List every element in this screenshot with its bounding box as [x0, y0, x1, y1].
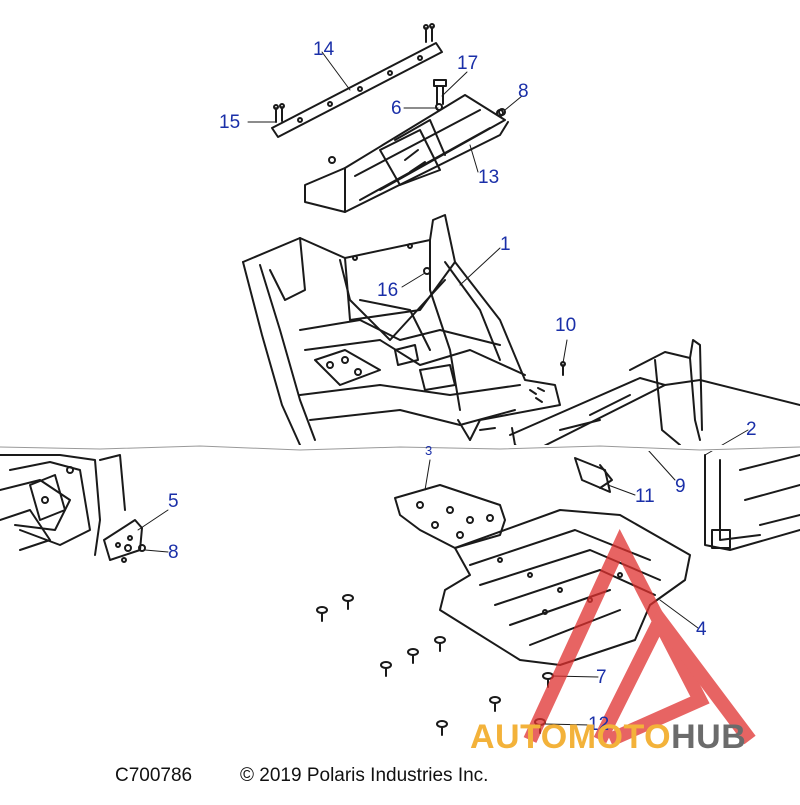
callout-12: 12	[588, 714, 610, 735]
callout-2: 2	[746, 419, 757, 440]
callout-9: 9	[675, 476, 686, 497]
diagram-code: C700786	[115, 765, 193, 786]
callout-14: 14	[313, 39, 335, 60]
callout-4: 4	[696, 619, 707, 640]
callout-17: 17	[457, 53, 479, 74]
callout-3: 3	[425, 443, 433, 458]
copyright-text: © 2019 Polaris Industries Inc.	[240, 765, 489, 786]
part-14-crossbar	[271, 42, 443, 138]
watermark-part-moto: MOTO	[567, 718, 672, 756]
part-2-rear-subframe	[629, 339, 800, 551]
callout-13: 13	[478, 167, 500, 188]
callout-16: 16	[377, 280, 399, 301]
callout-15: 15	[219, 112, 241, 133]
callout-8-lower: 8	[168, 542, 179, 563]
callout-1: 1	[500, 234, 511, 255]
watermark-text: AUTOMOTOHUB	[470, 718, 746, 757]
parts-7-12-fasteners	[316, 594, 554, 736]
watermark-part-auto: AUTO	[470, 718, 568, 756]
part-13-seat-frame	[304, 94, 509, 213]
callout-10: 10	[555, 315, 577, 336]
part-5-bracket	[103, 519, 146, 563]
front-frame-section	[0, 454, 126, 556]
callout-6: 6	[391, 98, 402, 119]
callout-5: 5	[168, 491, 179, 512]
part-9-rear-member	[509, 377, 666, 493]
parts-6-17-8-hardware	[433, 79, 506, 116]
scan-artifact-band	[0, 445, 800, 451]
callout-7: 7	[596, 667, 607, 688]
part-3-front-skid	[394, 484, 506, 549]
callout-8: 8	[518, 81, 529, 102]
part-15-bolts	[273, 23, 435, 123]
callout-11: 11	[635, 486, 655, 507]
part-1-main-frame	[242, 214, 561, 446]
watermark-part-hub: HUB	[671, 718, 747, 756]
parts-10-16-hardware	[423, 267, 566, 403]
watermark-logo	[523, 529, 756, 747]
